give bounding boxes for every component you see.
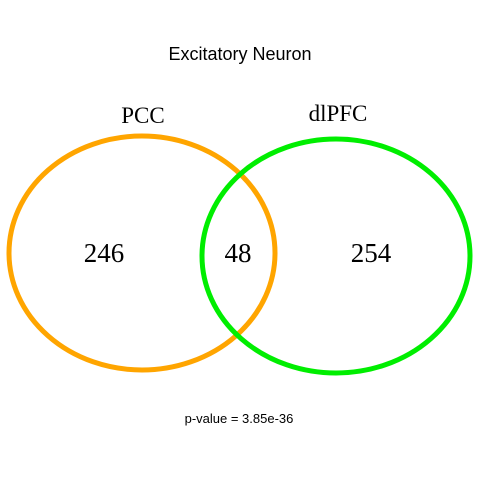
count-dlpfc-only: 254 [351, 238, 392, 268]
count-pcc-only: 246 [84, 238, 125, 268]
set-label-dlpfc: dlPFC [309, 101, 368, 126]
set-circle-dlpfc [199, 136, 473, 376]
set-label-pcc: PCC [121, 103, 164, 128]
set-circle-pcc [6, 133, 278, 373]
count-overlap: 48 [225, 238, 252, 268]
p-value-annotation: p-value = 3.85e-36 [185, 411, 294, 426]
chart-title: Excitatory Neuron [168, 44, 311, 64]
